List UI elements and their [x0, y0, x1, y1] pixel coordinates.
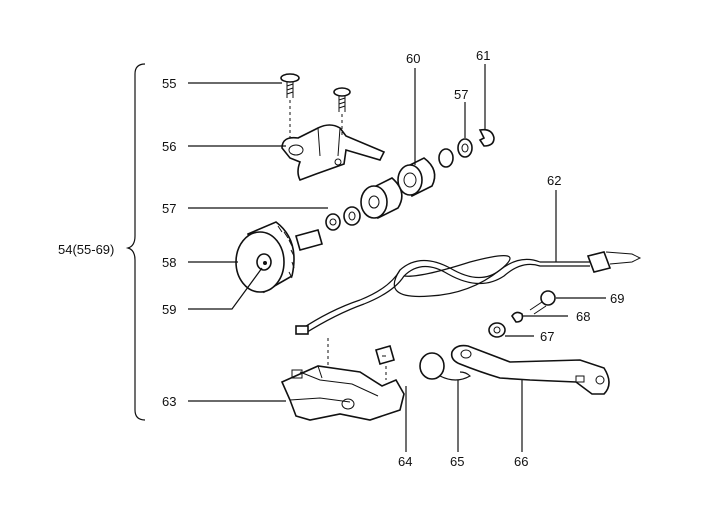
nut-64 [375, 345, 395, 380]
bracket-56 [281, 100, 386, 182]
clip-68 [511, 311, 524, 323]
lever-66 [450, 344, 610, 395]
callout-59: 59 [162, 302, 176, 317]
washer-57-upper [438, 138, 473, 168]
leader-lines [188, 64, 606, 452]
callout-57-upper: 57 [454, 87, 468, 102]
callout-62: 62 [547, 173, 561, 188]
callout-56: 56 [162, 139, 176, 154]
knob-58 [235, 221, 323, 294]
callout-55: 55 [162, 76, 176, 91]
callout-61: 61 [476, 48, 490, 63]
group-bracket [125, 63, 146, 421]
callout-66: 66 [514, 454, 528, 469]
callout-58: 58 [162, 255, 176, 270]
screw-55 [280, 73, 351, 112]
callout-63: 63 [162, 394, 176, 409]
callout-57-lower: 57 [162, 201, 176, 216]
callout-67: 67 [540, 329, 554, 344]
housing-63 [280, 338, 405, 421]
washer-57-lower [325, 206, 361, 231]
callout-60: 60 [406, 51, 420, 66]
callout-64: 64 [398, 454, 412, 469]
screw-69 [529, 290, 556, 315]
callout-69: 69 [610, 291, 624, 306]
clip-61 [478, 128, 495, 147]
callout-68: 68 [576, 309, 590, 324]
callout-65: 65 [450, 454, 464, 469]
washer-67 [488, 322, 506, 338]
cable-62 [295, 251, 642, 335]
roller-60 [397, 157, 436, 198]
spring-65 [419, 352, 471, 381]
roller-lower [360, 177, 403, 220]
group-label: 54(55-69) [58, 242, 114, 257]
